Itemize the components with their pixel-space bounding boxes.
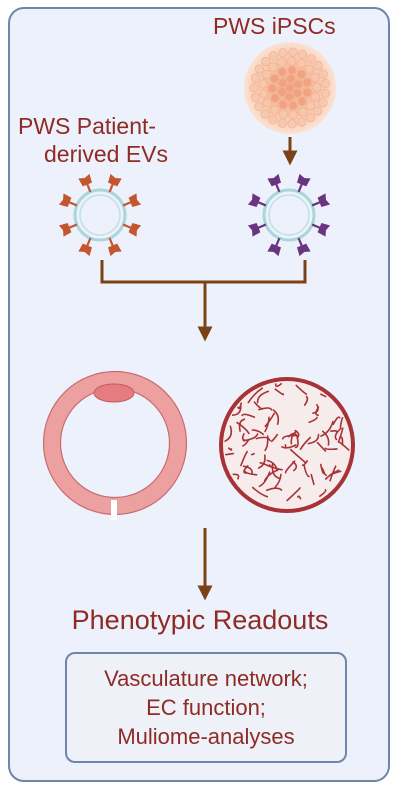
patient-evs-label-line1: PWS Patient- [18,113,157,139]
merge-connector [100,260,307,284]
patient-evs-label-line2: derived EVs [44,141,169,167]
ipsc-label: PWS iPSCs [213,13,336,39]
readouts-box: Vasculature network; EC function; Muliom… [65,652,347,763]
patient-ev-icon [58,173,142,257]
readout-multiome-analyses: Muliome-analyses [117,724,295,749]
ipsc-colony-icon [244,42,336,134]
blood-vessel-icon [42,370,188,520]
readout-ec-function: EC function; [146,695,266,720]
vascular-organoid-icon [219,377,355,513]
phenotypic-readouts-title: Phenotypic Readouts [71,605,329,635]
readout-vasculature-network: Vasculature network; [104,666,308,691]
ipsc-ev-icon [247,173,331,257]
